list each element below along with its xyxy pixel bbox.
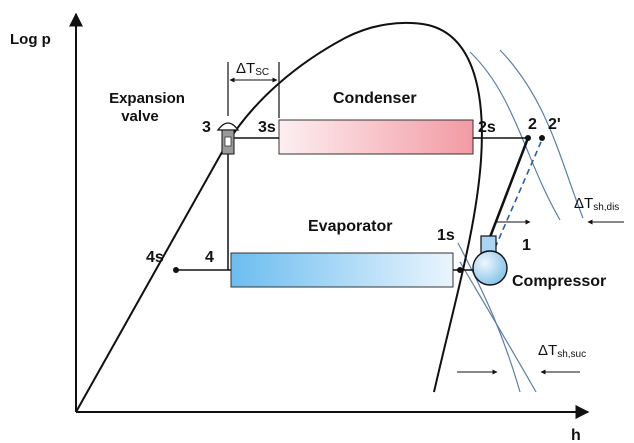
saturation-dome [75, 21, 483, 413]
compression-line [485, 137, 530, 246]
point-label-4s: 4s [146, 249, 164, 266]
expansion-valve-label-line2: valve [121, 108, 159, 125]
compression-line-dashed [494, 141, 542, 249]
point-label-1s: 1s [437, 227, 455, 244]
isotherm-inner [457, 242, 521, 393]
point-4s [173, 267, 179, 273]
point-label-2s: 2s [478, 119, 496, 136]
point-1s [457, 267, 463, 273]
isotherm-outer [459, 261, 537, 393]
evaporator-label: Evaporator [308, 218, 392, 235]
condenser-box [278, 119, 474, 155]
point-label-2prime: 2' [548, 116, 561, 133]
dt-sc-label: ΔTSC [236, 60, 269, 78]
expansion-valve-icon [216, 122, 240, 131]
condenser-label: Condenser [333, 90, 417, 107]
dt-dis-label: ΔTsh,dis [574, 195, 619, 213]
point-label-2: 2 [528, 116, 537, 133]
y-axis-label: Log p [10, 31, 51, 48]
point-2prime [539, 135, 545, 141]
point-2 [525, 135, 531, 141]
evaporator-box [230, 252, 454, 288]
point-label-3s: 3s [258, 119, 276, 136]
compressor-label: Compressor [512, 273, 606, 290]
expansion-valve-window [224, 136, 232, 147]
dt-suc-label: ΔTsh,suc [538, 342, 586, 360]
point-label-3: 3 [202, 119, 211, 136]
isotherm-upper-2 [499, 49, 584, 219]
isotherm-upper-1 [469, 51, 561, 221]
point-label-4: 4 [205, 249, 214, 266]
point-label-1: 1 [522, 237, 531, 254]
compressor-icon [472, 250, 508, 286]
expansion-valve-label: Expansion [109, 90, 185, 107]
x-axis-label: h [571, 427, 581, 443]
